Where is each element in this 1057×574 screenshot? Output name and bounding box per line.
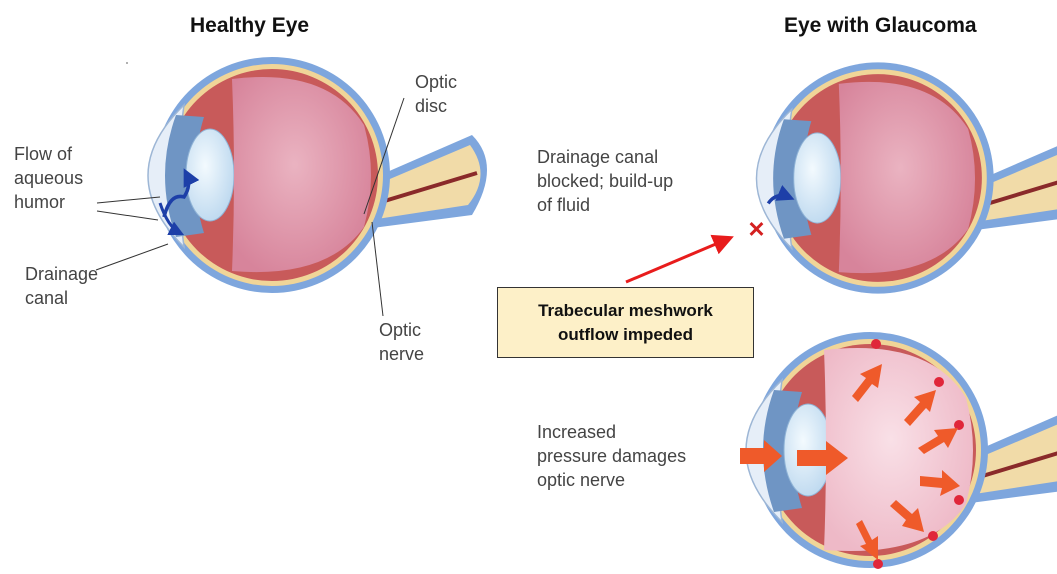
blocked-x-icon [751, 223, 763, 235]
glaucoma-eye-pressure-illustration [746, 332, 1057, 569]
pointer-arrow [626, 238, 730, 282]
healthy-eye-title: Healthy Eye [190, 14, 309, 38]
trabecular-callout: Trabecular meshwork outflow impeded [497, 287, 754, 358]
flow-label: Flow of aqueous humor [14, 142, 83, 214]
blocked-drainage-label: Drainage canal blocked; build-up of flui… [537, 145, 673, 217]
pressure-label: Increased pressure damages optic nerve [537, 420, 686, 492]
glaucoma-eye-top-illustration [751, 62, 1057, 293]
drainage-canal-label: Drainage canal [25, 262, 98, 310]
optic-disc-label: Optic disc [415, 70, 457, 118]
optic-nerve-label: Optic nerve [379, 318, 424, 366]
glaucoma-eye-title: Eye with Glaucoma [784, 14, 977, 38]
